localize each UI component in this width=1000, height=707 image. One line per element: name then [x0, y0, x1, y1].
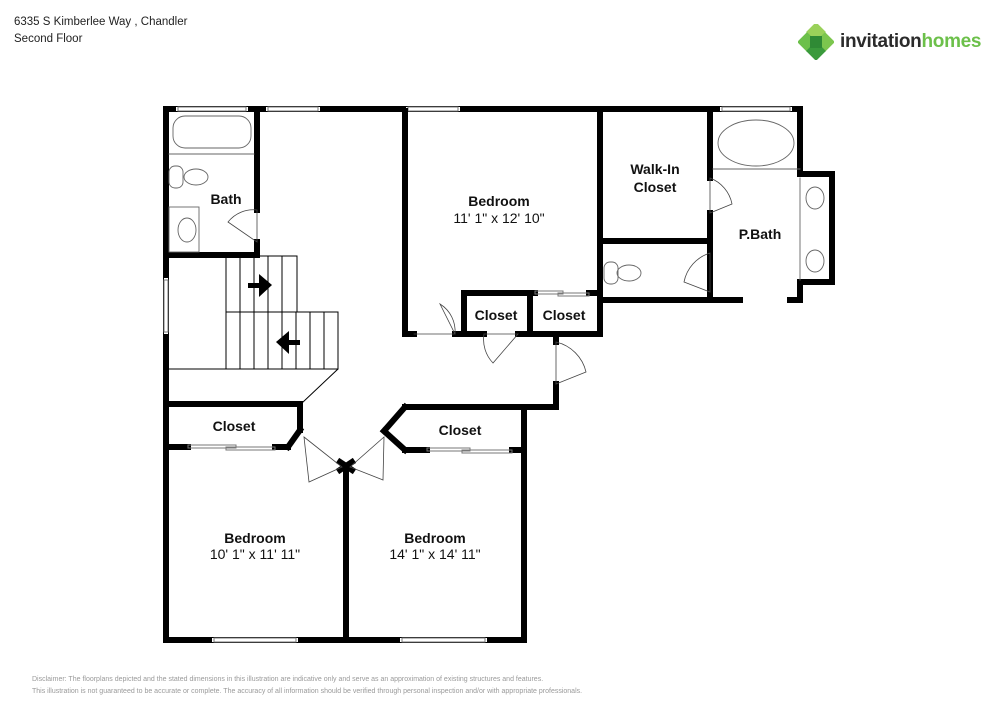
disclaimer-line-2: This illustration is not guaranteed to b… [32, 688, 583, 695]
staircase [165, 255, 339, 403]
logo-clover-icon [798, 24, 834, 60]
logo-wordmark: invitationhomes [840, 31, 982, 52]
room-dims-bedroom-left: 10' 1" x 11' 11" [210, 546, 300, 562]
room-dims-bedroom-top: 11' 1" x 12' 10" [453, 210, 544, 226]
sliding-doors [187, 290, 590, 454]
windows [164, 107, 792, 642]
stair-up-arrow-icon [248, 274, 272, 297]
room-label-walkin-line2: Closet [634, 179, 677, 195]
stair-down-arrow-icon [276, 331, 300, 354]
room-label-walkin-line1: Walk-In [630, 161, 679, 177]
fixtures [168, 115, 825, 285]
floor-label: Second Floor [14, 33, 83, 45]
disclaimer-line-1: Disclaimer: The floorplans depicted and … [32, 676, 544, 683]
room-label-bedroom-right: Bedroom [404, 530, 465, 546]
door-swings [227, 177, 733, 483]
room-label-bath: Bath [210, 191, 241, 207]
disclaimer: Disclaimer: The floorplans depicted and … [32, 674, 582, 698]
room-label-closet-a: Closet [475, 307, 518, 323]
property-header: 6335 S Kimberlee Way , Chandler Second F… [14, 14, 187, 48]
room-label-bedroom-top: Bedroom [468, 193, 529, 209]
invitation-homes-logo: invitationhomes [798, 24, 982, 60]
room-dims-bedroom-right: 14' 1" x 14' 11" [389, 546, 480, 562]
room-label-pbath: P.Bath [739, 226, 782, 242]
room-label-bedroom-left: Bedroom [224, 530, 285, 546]
room-label-closet-left: Closet [213, 418, 256, 434]
interior-walls [163, 108, 713, 643]
room-label-closet-b: Closet [543, 307, 586, 323]
property-address: 6335 S Kimberlee Way , Chandler [14, 16, 188, 28]
room-label-closet-right: Closet [439, 422, 482, 438]
